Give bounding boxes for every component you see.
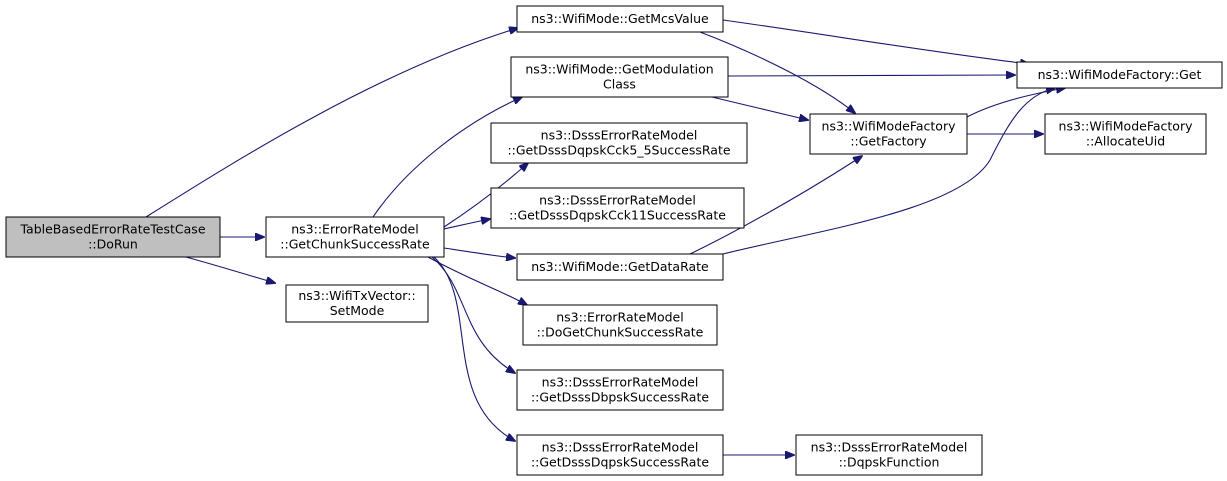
edge-getchunk-to-cck55 [443, 163, 528, 228]
node-getchunk[interactable]: ns3::ErrorRateModel ::GetChunkSuccessRat… [265, 216, 445, 258]
node-getmcs-label-1: ns3::WifiMode::GetMcsValue [531, 11, 709, 26]
node-getmcs[interactable]: ns3::WifiMode::GetMcsValue [516, 5, 724, 33]
node-factoryget[interactable]: ns3::WifiModeFactory::Get [1016, 61, 1223, 89]
edge-getchunk-to-getdatarate [443, 247, 515, 258]
node-getmodclass-label-1: ns3::WifiMode::GetModulation [525, 62, 713, 77]
node-dqpsk[interactable]: ns3::DsssErrorRateModel ::GetDsssDqpskSu… [516, 434, 724, 476]
node-setmode-label-1: ns3::WifiTxVector:: [298, 288, 415, 303]
node-cck55[interactable]: ns3::DsssErrorRateModel ::GetDsssDqpskCc… [490, 122, 748, 164]
edge-getchunk-to-getmodclass [372, 97, 522, 218]
node-dorun-label-1: TableBasedErrorRateTestCase [19, 222, 205, 237]
node-dqpskfunc-box [795, 434, 983, 476]
edge-getchunk-to-cck11 [443, 219, 490, 230]
node-dbpsk-label-2: ::GetDsssDbpskSuccessRate [531, 390, 709, 405]
node-dqpsk-label-2: ::GetDsssDqpskSuccessRate [531, 455, 709, 470]
edge-getfactory-to-factoryget [966, 88, 1065, 118]
nodes-layer: TableBasedErrorRateTestCase ::DoRun ns3:… [5, 5, 1223, 476]
node-dbpsk-label-1: ns3::DsssErrorRateModel [542, 375, 699, 390]
node-getfactory-box [809, 113, 968, 155]
edge-dorun-to-setmode [185, 256, 275, 283]
node-dqpskfunc-label-2: ::DqpskFunction [839, 455, 940, 470]
edge-getchunk-to-dogetchunk [427, 256, 527, 305]
edge-getmodclass-to-getfactory [711, 96, 808, 120]
node-cck55-label-2: ::GetDsssDqpskCck5_5SuccessRate [507, 143, 730, 158]
node-dbpsk[interactable]: ns3::DsssErrorRateModel ::GetDsssDbpskSu… [516, 369, 724, 411]
edge-getmodclass-to-factoryget [727, 75, 1015, 76]
node-allocuid-label-1: ns3::WifiModeFactory [1059, 119, 1194, 134]
edge-getdatarate-to-factoryget [722, 88, 1055, 255]
node-setmode[interactable]: ns3::WifiTxVector:: SetMode [285, 284, 429, 323]
node-dqpskfunc-label-1: ns3::DsssErrorRateModel [811, 440, 968, 455]
edge-getchunk-to-dbpsk [431, 256, 515, 373]
node-getdatarate-label-1: ns3::WifiMode::GetDataRate [531, 259, 709, 274]
node-cck11-label-2: ::GetDsssDqpskCck11SuccessRate [509, 208, 726, 223]
node-setmode-box [285, 284, 429, 323]
node-cck11-box [490, 187, 745, 229]
node-getdatarate[interactable]: ns3::WifiMode::GetDataRate [516, 253, 724, 281]
node-getchunk-box [265, 216, 445, 258]
node-getfactory[interactable]: ns3::WifiModeFactory ::GetFactory [809, 113, 968, 155]
node-getfactory-label-2: ::GetFactory [850, 134, 927, 149]
edge-getdatarate-to-getfactory [689, 156, 862, 255]
edge-getmcs-to-getfactory [699, 31, 855, 113]
node-dogetchunk-label-2: ::DoGetChunkSuccessRate [537, 325, 704, 340]
node-dqpskfunc[interactable]: ns3::DsssErrorRateModel ::DqpskFunction [795, 434, 983, 476]
node-dorun-label-2: ::DoRun [88, 237, 138, 252]
edges-layer [145, 19, 1065, 455]
node-getmodclass-box [510, 56, 729, 98]
node-getmodclass-label-2: Class [603, 77, 636, 92]
node-getfactory-label-1: ns3::WifiModeFactory [822, 119, 957, 134]
node-getchunk-label-1: ns3::ErrorRateModel [291, 222, 418, 237]
node-getmcs-box [516, 5, 724, 33]
edge-getchunk-to-dqpsk [433, 256, 515, 441]
node-getchunk-label-2: ::GetChunkSuccessRate [280, 237, 430, 252]
node-dogetchunk[interactable]: ns3::ErrorRateModel ::DoGetChunkSuccessR… [522, 304, 718, 346]
node-dogetchunk-box [522, 304, 718, 346]
node-getmodclass[interactable]: ns3::WifiMode::GetModulation Class [510, 56, 729, 98]
node-factoryget-box [1016, 61, 1223, 89]
node-cck55-label-1: ns3::DsssErrorRateModel [541, 128, 698, 143]
node-dorun-box [5, 216, 221, 258]
node-cck55-box [490, 122, 748, 164]
node-dqpsk-box [516, 434, 724, 476]
node-allocuid-box [1044, 113, 1207, 155]
node-cck11[interactable]: ns3::DsssErrorRateModel ::GetDsssDqpskCc… [490, 187, 745, 229]
node-dbpsk-box [516, 369, 724, 411]
node-factoryget-label-1: ns3::WifiModeFactory::Get [1038, 67, 1202, 82]
node-allocuid-label-2: ::AllocateUid [1086, 134, 1165, 149]
node-setmode-label-2: SetMode [330, 303, 385, 318]
node-dogetchunk-label-1: ns3::ErrorRateModel [556, 310, 683, 325]
node-getdatarate-box [516, 253, 724, 281]
node-allocuid[interactable]: ns3::WifiModeFactory ::AllocateUid [1044, 113, 1207, 155]
edge-dorun-to-getmcs [145, 28, 518, 218]
node-cck11-label-1: ns3::DsssErrorRateModel [539, 193, 696, 208]
node-dorun[interactable]: TableBasedErrorRateTestCase ::DoRun [5, 216, 221, 258]
edge-getmcs-to-factoryget [722, 19, 1029, 64]
node-dqpsk-label-1: ns3::DsssErrorRateModel [542, 440, 699, 455]
